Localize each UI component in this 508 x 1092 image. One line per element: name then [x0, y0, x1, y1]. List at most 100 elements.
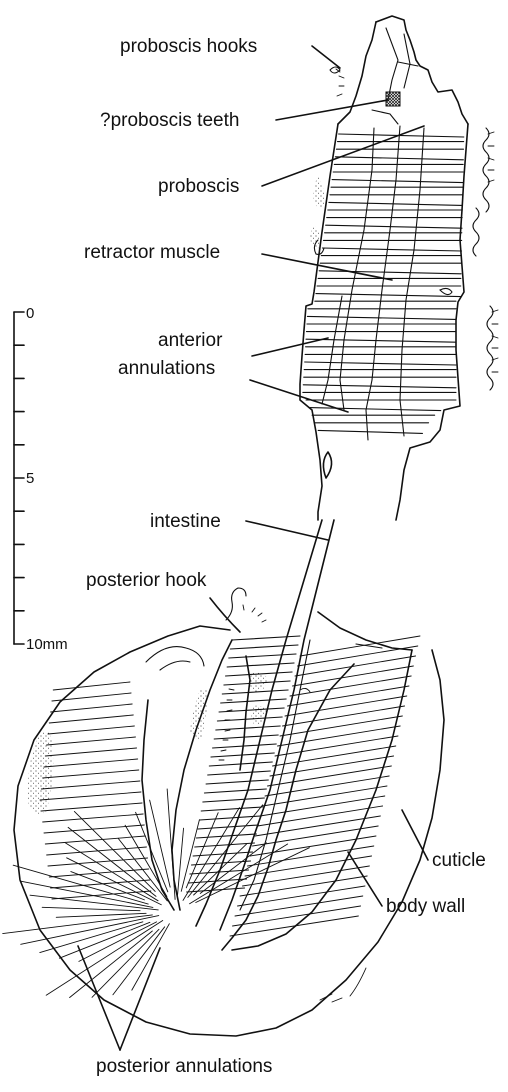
posterior-annulation: [217, 717, 282, 721]
label-posterior-annulations: posterior annulations: [96, 1056, 272, 1077]
posterior-annulation: [230, 645, 298, 649]
posterior-annulation: [42, 907, 140, 910]
posterior-annulation: [113, 927, 165, 995]
posterior-annulation: [214, 735, 278, 739]
posterior-annulation: [278, 726, 401, 746]
leader-retractor-muscle: [262, 254, 392, 280]
label-proboscis-hooks: proboscis hooks: [120, 36, 257, 57]
posterior-annulation: [132, 924, 170, 990]
posterior-annulation: [238, 886, 366, 906]
posterior-annulation: [268, 766, 392, 786]
posterior-annulation: [192, 861, 251, 865]
posterior-annulation: [298, 646, 418, 666]
posterior-annulation: [92, 929, 159, 997]
labels: proboscis hooks ?proboscis teeth probosc…: [78, 36, 486, 1077]
posterior-annulation: [285, 696, 407, 716]
label-posterior-hook: posterior hook: [86, 570, 207, 591]
posterior-annulation: [295, 656, 416, 676]
posterior-annulation: [53, 682, 130, 690]
posterior-annulation: [52, 891, 151, 899]
leader-proboscis: [262, 126, 424, 186]
posterior-annulation: [253, 826, 379, 846]
posterior-annulation: [213, 744, 277, 748]
posterior-annulation: [196, 834, 256, 838]
anterior-annulation: [316, 294, 461, 297]
anterior-annulation: [319, 271, 461, 274]
proboscis-tip: [330, 16, 468, 124]
posterior-annulation: [68, 827, 156, 896]
posterior-annulation: [41, 803, 142, 811]
posterior-annulation: [3, 915, 153, 934]
leader-intestine: [246, 521, 328, 540]
anterior-annulation: [335, 157, 463, 160]
leader-proboscis-hooks: [312, 46, 340, 68]
label-anterior-annulations-line1: anterior: [158, 330, 223, 351]
label-body-wall: body wall: [386, 896, 465, 917]
posterior-annulation: [167, 789, 175, 899]
posterior-annulation: [258, 806, 383, 826]
posterior-annulation: [216, 726, 280, 730]
label-anterior-annulations-line2: annulations: [118, 358, 215, 379]
scale-bar: 0 5 10mm: [14, 305, 68, 653]
anterior-cuticle-fragments: [473, 128, 498, 390]
posterior-annulation: [45, 748, 136, 756]
scale-bar-ticks: [14, 312, 24, 644]
posterior-annulation: [227, 663, 294, 667]
posterior-annulation: [48, 726, 134, 734]
posterior-annulation: [51, 704, 133, 712]
posterior-annulation: [47, 847, 147, 855]
label-proboscis: proboscis: [158, 176, 239, 197]
posterior-annulation: [47, 737, 136, 745]
posterior-annulation: [270, 756, 394, 776]
anterior-annulation: [326, 225, 462, 228]
leader-proboscis-teeth: [276, 100, 388, 120]
anterior-annulation: [305, 362, 456, 365]
posterior-annulation: [265, 776, 389, 796]
posterior-annulation: [49, 715, 133, 723]
anterior-annulation: [306, 339, 456, 342]
posterior-annulation: [293, 666, 414, 686]
posterior-annulation: [70, 931, 153, 998]
posterior-annulation: [235, 896, 363, 916]
anterior-annulation: [322, 248, 461, 251]
posterior-annulation: [230, 916, 358, 936]
scale-label-five: 5: [26, 470, 34, 487]
posterior-annulation: [21, 916, 159, 945]
anterior-annulation: [318, 430, 422, 433]
posterior-annulation: [125, 825, 167, 896]
posterior-annulation: [203, 798, 265, 802]
posterior-annulation: [204, 789, 266, 793]
label-proboscis-teeth: ?proboscis teeth: [100, 110, 239, 131]
anterior-annulation: [307, 316, 456, 319]
posterior-annulation-lines: [3, 636, 420, 998]
posterior-annulation: [250, 836, 376, 856]
anterior-trunk: [300, 124, 468, 520]
scale-label-zero: 0: [26, 305, 34, 322]
label-intestine: intestine: [150, 511, 221, 532]
anterior-annulation: [309, 408, 441, 411]
leader-posterior-hook: [210, 598, 240, 632]
posterior-annulation: [41, 781, 140, 789]
posterior-annulation: [45, 836, 145, 844]
posterior-annulation: [240, 876, 367, 896]
posterior-annulation: [208, 771, 271, 775]
posterior-annulation: [290, 676, 411, 696]
posterior-annulation: [150, 800, 170, 887]
anterior-annulation: [329, 202, 463, 205]
proboscis-teeth-patch: [386, 92, 400, 106]
posterior-annulation: [206, 780, 268, 784]
posterior-annulation: [67, 858, 162, 905]
label-retractor-muscle: retractor muscle: [84, 242, 220, 263]
posterior-annulation: [283, 706, 405, 726]
posterior-annulation: [300, 636, 420, 656]
posterior-annulation: [52, 693, 131, 701]
posterior-annulation: [280, 716, 402, 736]
posterior-annulation: [43, 770, 139, 778]
label-cuticle: cuticle: [432, 850, 486, 871]
posterior-annulation: [200, 843, 266, 894]
posterior-annulation: [49, 869, 148, 877]
posterior-annulation: [275, 736, 398, 756]
leader-anterior-annulations-b: [250, 380, 348, 412]
posterior-annulation: [48, 858, 148, 866]
